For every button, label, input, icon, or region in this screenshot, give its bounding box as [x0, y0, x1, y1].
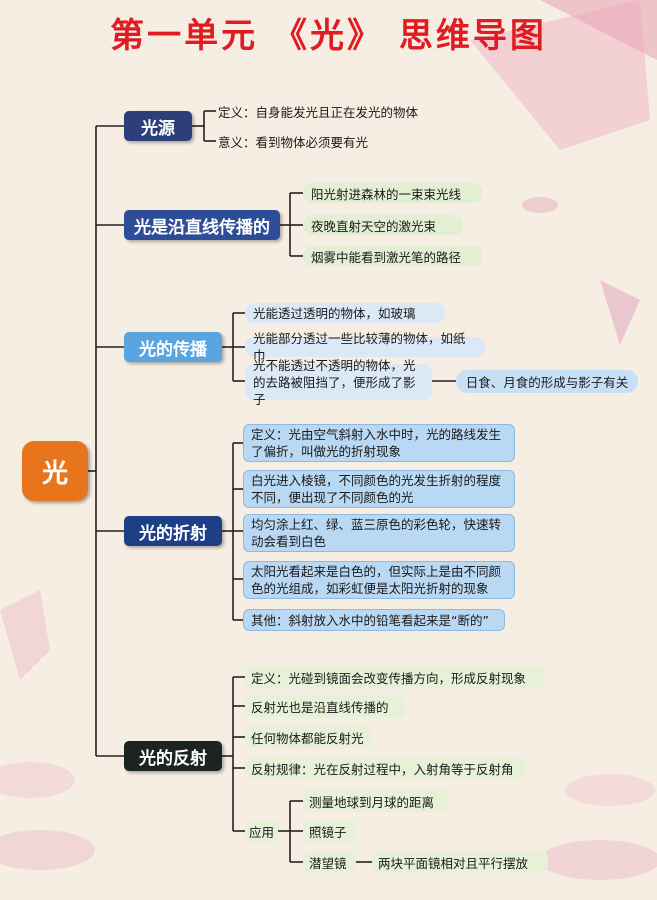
branch-light-source: 光源 — [124, 111, 192, 141]
straight-item: 夜晚直射天空的激光束 — [303, 215, 463, 235]
reflection-item: 反射光也是沿直线传播的 — [245, 695, 405, 717]
refraction-item: 其他：斜射放入水中的铅笔看起来是“断的” — [243, 609, 505, 631]
shadow-eclipse-note: 日食、月食的形成与影子有关 — [456, 370, 638, 393]
branch-straight-line: 光是沿直线传播的 — [124, 210, 280, 240]
refraction-item: 均匀涂上红、绿、蓝三原色的彩色轮，快速转动会看到白色 — [243, 514, 515, 552]
application-item: 照镜子 — [303, 820, 356, 842]
propagation-item: 光能透过透明的物体，如玻璃 — [245, 303, 445, 323]
branch-propagation: 光的传播 — [124, 332, 222, 362]
refraction-item: 太阳光看起来是白色的，但实际上是由不同颜色的光组成，如彩虹便是太阳光折射的现象 — [243, 561, 515, 599]
refraction-item: 白光进入棱镜，不同颜色的光发生折射的程度不同，便出现了不同颜色的光 — [243, 470, 515, 508]
page-title: 第一单元 《光》 思维导图 — [110, 16, 547, 56]
application-item: 潜望镜 — [303, 851, 356, 873]
branch-refraction: 光的折射 — [124, 516, 222, 546]
application-node: 应用 — [245, 820, 278, 842]
application-item: 测量地球到月球的距离 — [303, 790, 449, 812]
branch-reflection: 光的反射 — [124, 741, 222, 771]
reflection-item: 任何物体都能反射光 — [245, 726, 371, 748]
source-item: 定义：自身能发光且正在发光的物体 — [218, 104, 419, 120]
reflection-item: 反射规律：光在反射过程中，入射角等于反射角 — [245, 757, 525, 779]
refraction-item: 定义：光由空气斜射入水中时，光的路线发生了偏折，叫做光的折射现象 — [243, 424, 515, 462]
periscope-note: 两块平面镜相对且平行摆放 — [372, 851, 548, 873]
source-item: 意义：看到物体必须要有光 — [218, 134, 369, 150]
reflection-item: 定义：光碰到镜面会改变传播方向，形成反射现象 — [245, 666, 545, 688]
straight-item: 烟雾中能看到激光笔的路径 — [303, 246, 483, 266]
root-node: 光 — [22, 441, 88, 501]
propagation-item: 光不能透过不透明的物体，光的去路被阻挡了，便形成了影子 — [245, 358, 432, 407]
propagation-item: 光能部分透过一些比较薄的物体，如纸巾 — [245, 331, 485, 363]
straight-item: 阳光射进森林的一束束光线 — [303, 183, 483, 203]
